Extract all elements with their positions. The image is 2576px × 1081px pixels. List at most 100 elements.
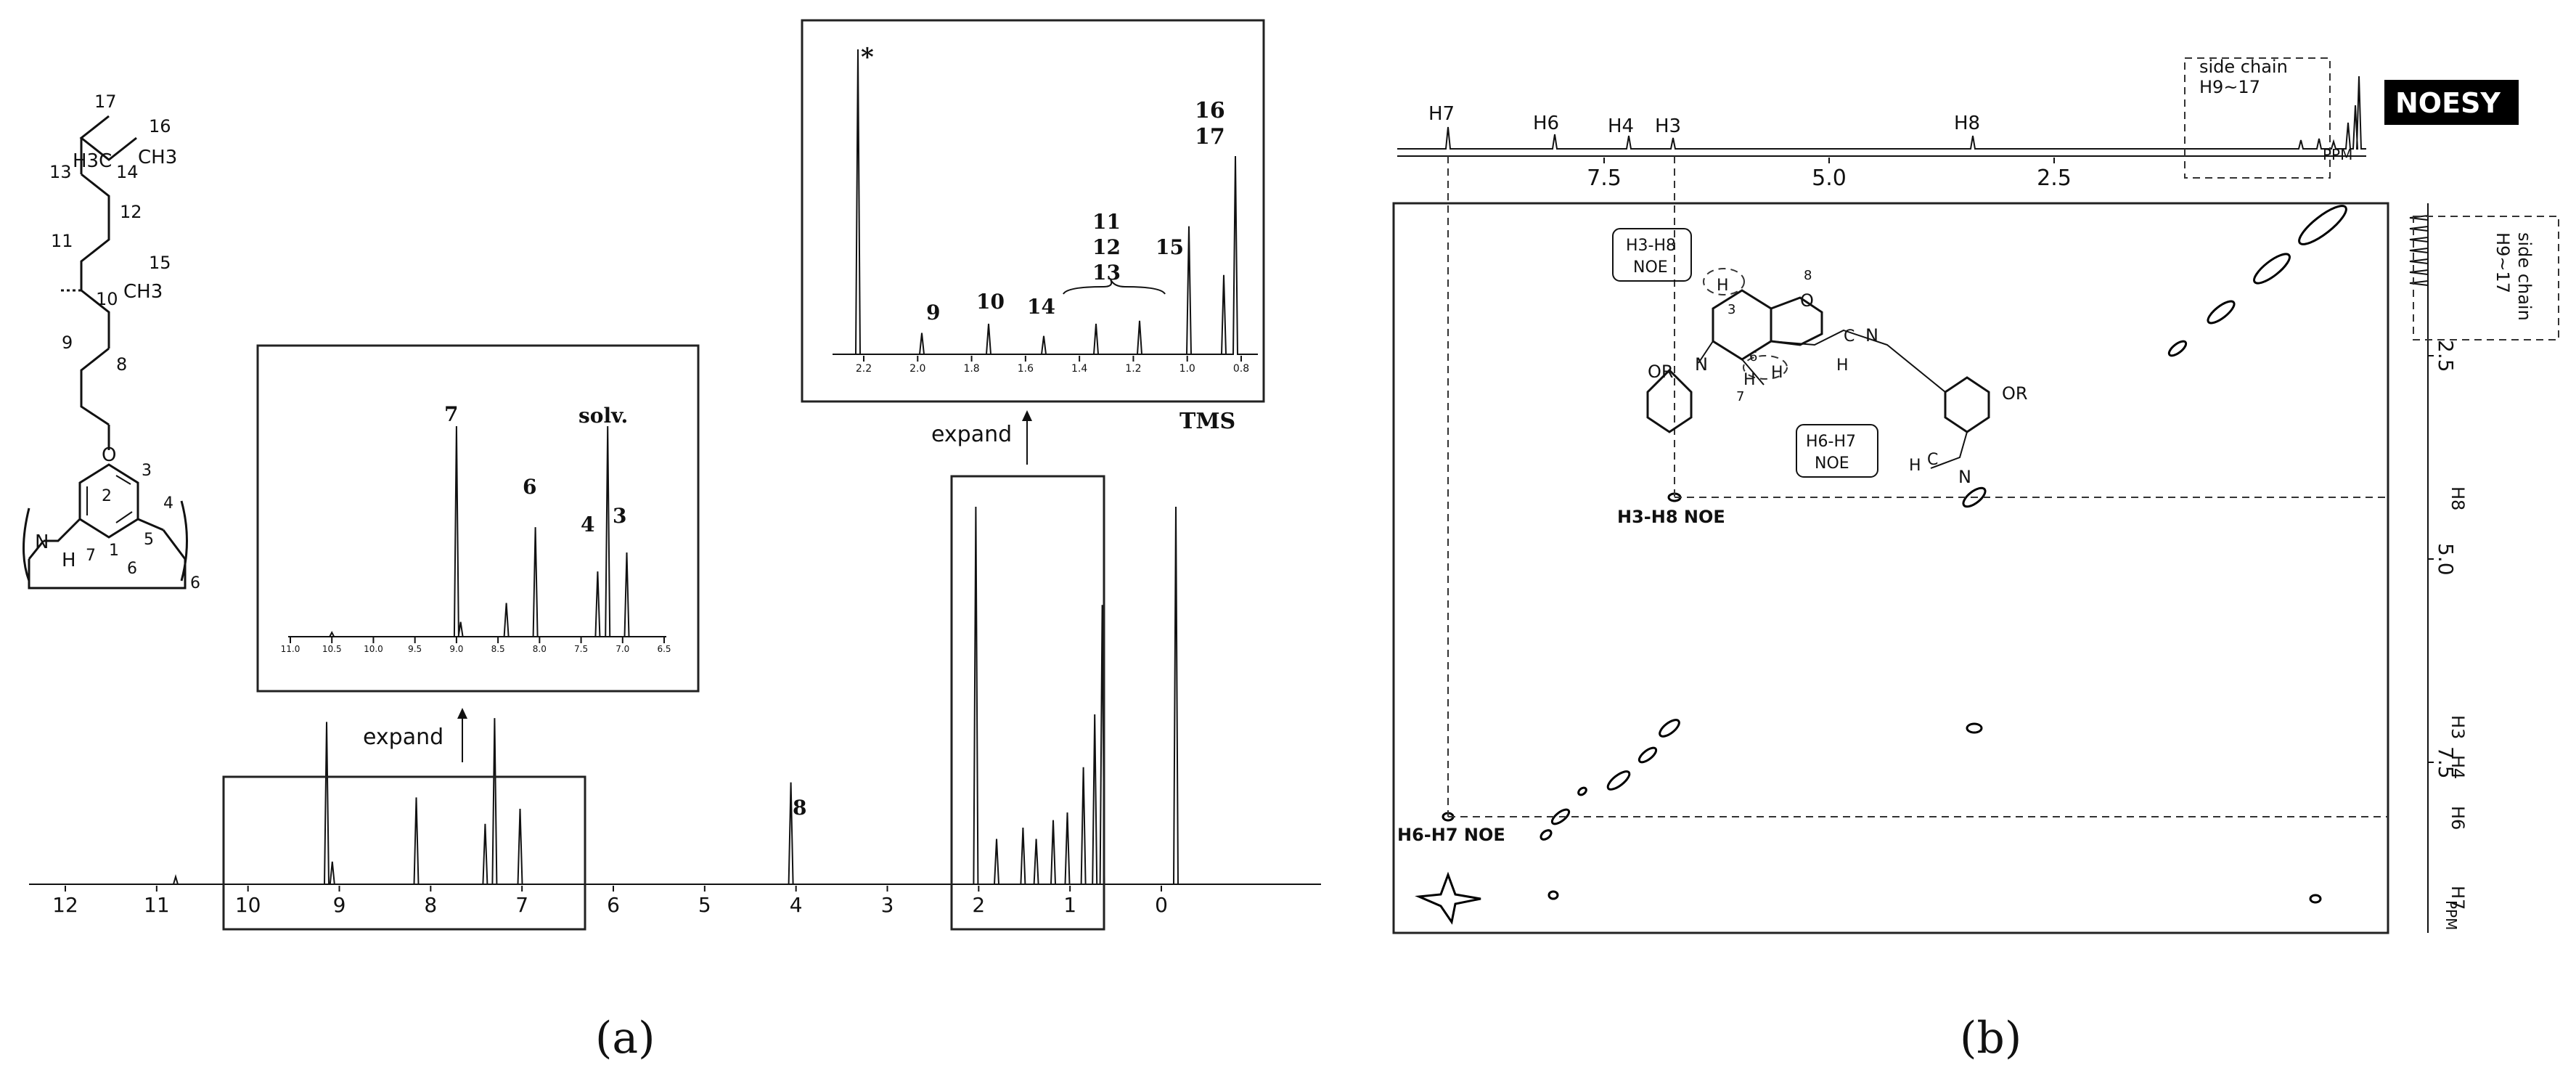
atom-9: 9 <box>62 333 73 353</box>
atom-5: 5 <box>144 531 154 549</box>
noesy-right-ticks: 2.55.07.5 <box>2428 340 2458 779</box>
atom-3: 3 <box>142 462 152 480</box>
inset-or-right: OR <box>2002 383 2028 404</box>
noesy-badge <box>2384 80 2519 125</box>
atom-12: 12 <box>120 202 142 222</box>
inset-6: 6 <box>1749 349 1757 364</box>
arom-x-tick-label: 10.5 <box>322 644 342 654</box>
noesy-diagonal <box>1540 205 2347 841</box>
peak-8-label: 8 <box>793 796 806 820</box>
top-label-h6: H6 <box>1533 113 1559 134</box>
diagonal-peak <box>1637 746 1658 764</box>
box-h3-h8 <box>1612 228 1692 282</box>
alip-x-tick-label: 1.0 <box>1179 363 1195 375</box>
right-label-h8: H8 <box>2448 486 2468 510</box>
label-ch3-mid: CH3 <box>123 281 163 303</box>
main-x-tick-label: 1 <box>1063 893 1076 917</box>
noesy-artifact-star <box>1415 871 1481 925</box>
arom-label-3: 3 <box>613 504 626 528</box>
label-sub6: 6 <box>190 574 200 592</box>
label-n: N <box>35 531 49 553</box>
diagonal-peak <box>1659 719 1680 738</box>
alip-x-tick-label: 1.4 <box>1071 363 1087 375</box>
noesy-right-tick-label: 7.5 <box>2434 746 2458 779</box>
main-x-tick-label: 2 <box>972 893 985 917</box>
right-label-h3: H3 <box>2448 715 2468 739</box>
noesy-frame <box>1392 202 2389 934</box>
inset-h3-dashed <box>1703 268 1745 295</box>
inset-ring-pyran <box>1770 296 1823 346</box>
arom-label-6: 6 <box>523 475 536 499</box>
alip-label-17: 17 <box>1195 124 1225 150</box>
atom-10: 10 <box>96 289 118 309</box>
aliphatic-trace <box>833 49 1258 355</box>
alip-label-13: 13 <box>1092 261 1121 285</box>
arom-x-tick-label: 8.0 <box>533 644 547 654</box>
arrow-head-right <box>1022 410 1032 421</box>
inset-n2: N <box>1865 325 1878 346</box>
side-chain-box-top <box>2184 57 2331 179</box>
alip-label-9: 9 <box>926 301 940 325</box>
inset-c1: C <box>1844 327 1855 346</box>
side-chain-box-right <box>2413 216 2559 340</box>
diagonal-peak <box>1540 829 1553 841</box>
side-chain-right-l2: H9~17 <box>2493 232 2513 293</box>
aromatic-trace <box>288 425 666 637</box>
inset-ring-center <box>1712 289 1772 361</box>
arom-x-tick-label: 10.0 <box>364 644 383 654</box>
panel-b-label: (b) <box>1960 1013 2021 1064</box>
arom-x-tick-label: 7.0 <box>616 644 629 654</box>
annot-h6-h7: H6-H7 NOE <box>1397 825 1505 845</box>
atom-8: 8 <box>116 354 127 375</box>
side-chain-right-l1: side chain <box>2514 232 2535 321</box>
atom-11: 11 <box>51 231 73 251</box>
arrow-head-left <box>457 708 467 719</box>
noesy-top-tick-label: 5.0 <box>1812 166 1847 191</box>
noesy-badge-text: NOESY <box>2395 87 2501 119</box>
ppm-right: PPM <box>2442 900 2460 930</box>
inset-3: 3 <box>1727 302 1735 317</box>
box-h6-h7-l1: H6-H7 <box>1806 433 1856 451</box>
diagonal-peak <box>1577 786 1587 796</box>
right-label-h4: H4 <box>2448 755 2468 779</box>
arom-x-tick-label: 8.5 <box>491 644 505 654</box>
inset-ring-right <box>1944 376 1990 433</box>
alip-label-10: 10 <box>976 290 1005 314</box>
inset-h-a: H <box>1717 277 1729 295</box>
alip-label-14: 14 <box>1027 295 1055 319</box>
arom-x-tick-label: 9.0 <box>449 644 463 654</box>
noesy-top-trace <box>1397 76 2366 150</box>
monomer-structure: H3C CH3 CH3 O N H 6 17 16 15 14 13 12 11… <box>23 91 200 592</box>
inset-o: O <box>1800 290 1814 311</box>
main-x-tick-label: 11 <box>144 893 170 917</box>
alip-label-11: 11 <box>1092 210 1121 234</box>
main-x-tick-label: 10 <box>235 893 261 917</box>
main-x-tick-label: 5 <box>698 893 711 917</box>
cross-peak-side <box>2309 894 2322 904</box>
atom-4: 4 <box>163 494 173 513</box>
arom-label-7: 7 <box>444 402 458 426</box>
noesy-right-tick-label: 2.5 <box>2434 340 2458 372</box>
main-x-tick-label: 4 <box>790 893 803 917</box>
arom-label-solv: solv. <box>578 404 628 428</box>
alip-label-16: 16 <box>1195 98 1225 123</box>
atom-1: 1 <box>109 542 119 560</box>
right-label-h7: H7 <box>2448 886 2468 910</box>
aromatic-inset-frame <box>256 344 700 693</box>
side-chain-top-l1: side chain <box>2199 57 2288 77</box>
top-label-h8: H8 <box>1954 113 1980 134</box>
annot-h3-h8: H3-H8 NOE <box>1617 507 1725 527</box>
alip-x-tick-label: 1.8 <box>963 363 979 375</box>
inset-c2: C <box>1927 451 1938 469</box>
atom-6: 6 <box>127 560 137 578</box>
main-x-tick-label: 8 <box>424 893 437 917</box>
inset-7: 7 <box>1736 389 1744 404</box>
atom-7: 7 <box>86 547 96 565</box>
arom-label-4: 4 <box>581 513 594 537</box>
label-ch3-top: CH3 <box>138 147 177 168</box>
